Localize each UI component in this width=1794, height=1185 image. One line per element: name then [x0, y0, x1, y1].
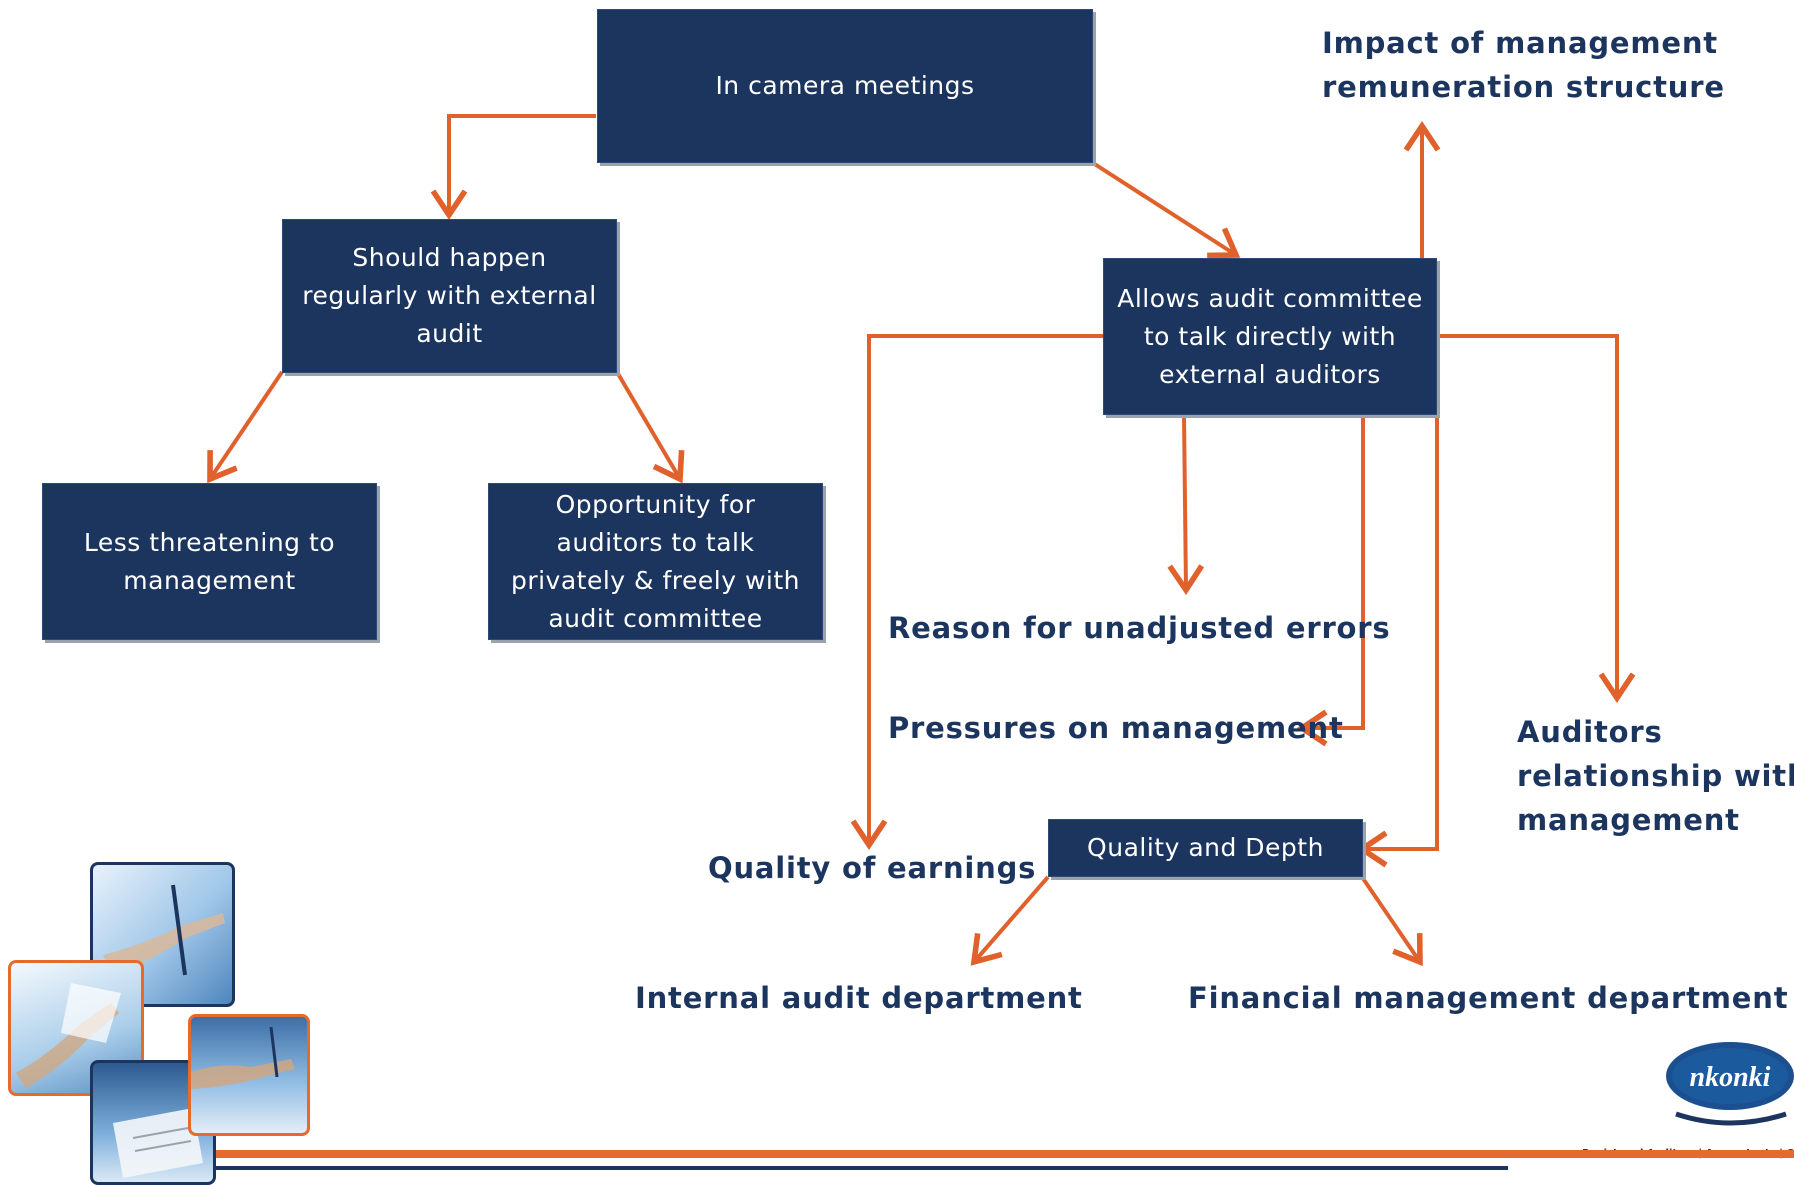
signing-hand-graphic: [191, 1026, 295, 1089]
label-quality-of-earnings: Quality of earnings: [708, 851, 1037, 885]
signing-photo: [188, 1014, 310, 1136]
connector-allows-to-relationship: [1437, 334, 1636, 704]
box-allows-line: Allows audit committee: [1117, 283, 1423, 313]
connector-quality-to-financial: [1360, 875, 1423, 967]
label-pressures-on-management: Pressures on management: [888, 711, 1344, 745]
label-relationship-line: relationship with: [1517, 759, 1794, 793]
nkonki-logo-graphic: nkonki: [1666, 1042, 1794, 1126]
box-less-threatening: Less threatening to management: [42, 483, 377, 640]
box-opportunity-line: Opportunity for: [555, 489, 756, 519]
nkonki-logo: nkonki: [1618, 1028, 1794, 1168]
connector-should-to-opportunity: [615, 370, 685, 484]
connector-allows-to-unadjusted: [1167, 414, 1205, 596]
label-impact-line: remuneration structure: [1322, 70, 1725, 104]
box-less-threatening-line: management: [123, 565, 296, 595]
connector-allows-to-quality: [1356, 415, 1439, 868]
connector-camera-to-allows: [1091, 161, 1241, 259]
connector-quality-to-internal: [970, 875, 1050, 966]
box-in-camera-meetings: In camera meetings: [597, 9, 1093, 163]
box-should-happen-line: audit: [416, 319, 483, 348]
box-allows-audit-committee: Allows audit committee to talk directly …: [1103, 258, 1437, 415]
label-relationship-line: Auditors: [1517, 715, 1663, 749]
box-should-happen-line: Should happen: [352, 243, 547, 272]
box-should-happen-line: regularly with external: [302, 281, 597, 310]
box-allows-line: to talk directly with: [1143, 321, 1397, 351]
label-impact-remuneration: Impact of management remuneration struct…: [1322, 21, 1725, 109]
connector-allows-to-pressures: [1296, 415, 1365, 747]
connector-camera-to-should: [430, 114, 596, 221]
box-opportunity-line: audit committee: [548, 603, 763, 633]
box-opportunity-line: auditors to talk: [556, 527, 755, 557]
connector-should-to-less: [207, 370, 284, 484]
label-impact-line: Impact of management: [1322, 26, 1718, 60]
writing-hand-graphic: [16, 983, 121, 1088]
papers-photo: [113, 1108, 203, 1178]
box-quality-depth-text: Quality and Depth: [1087, 833, 1324, 862]
box-less-threatening-line: Less threatening to: [83, 527, 336, 557]
box-allows-line: external auditors: [1159, 359, 1381, 389]
label-internal-audit-department: Internal audit department: [635, 981, 1083, 1015]
label-relationship-line: management: [1517, 803, 1740, 837]
box-quality-and-depth: Quality and Depth: [1048, 819, 1363, 877]
box-in-camera-text: In camera meetings: [715, 71, 975, 100]
label-financial-management-department: Financial management department: [1188, 981, 1789, 1015]
box-opportunity: Opportunity for auditors to talk private…: [488, 483, 823, 640]
footer-navy-rule: [216, 1166, 1508, 1170]
footer-orange-rule: [216, 1150, 1794, 1158]
nkonki-logo-text: nkonki: [1690, 1062, 1771, 1093]
label-unadjusted-errors: Reason for unadjusted errors: [888, 611, 1391, 645]
box-should-happen: Should happen regularly with external au…: [282, 219, 617, 373]
box-opportunity-line: privately & freely with: [510, 565, 801, 595]
label-auditors-relationship: Auditors relationship with management: [1517, 710, 1794, 842]
connector-allows-to-earnings: [850, 334, 1103, 851]
pen-photo: [103, 884, 225, 976]
